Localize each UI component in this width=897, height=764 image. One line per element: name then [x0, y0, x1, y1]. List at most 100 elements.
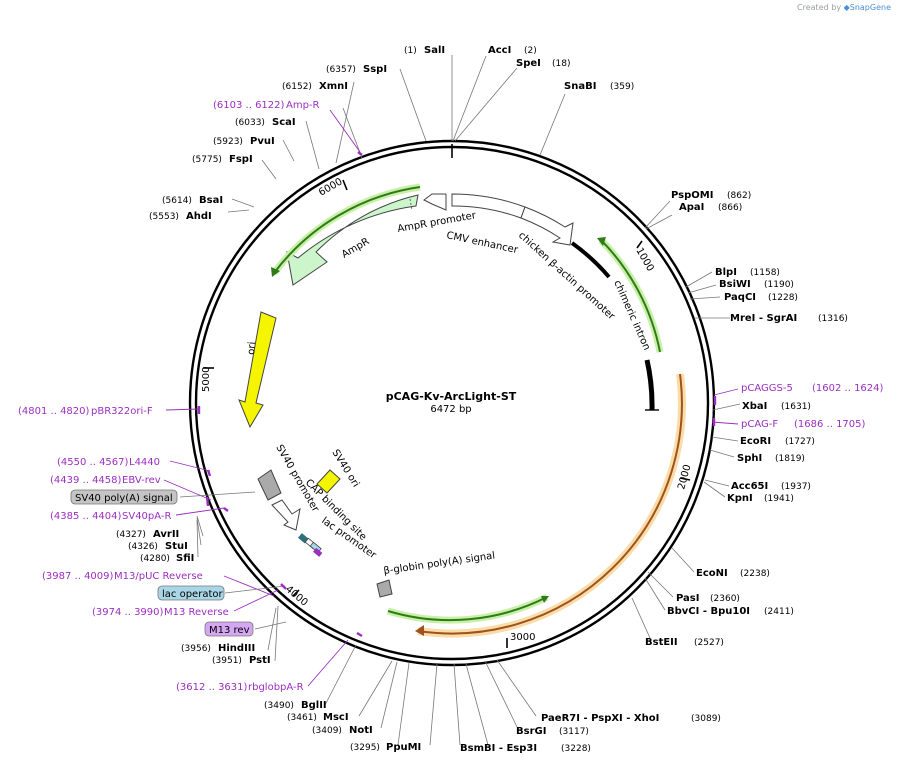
enzyme-name-ecori: EcoRI — [740, 436, 771, 447]
tick-label-2000: 2000 — [676, 463, 693, 490]
primer-leaders — [163, 109, 739, 687]
chimeric-intron-feature — [570, 241, 611, 279]
enzyme-pos-sfii: (4280) — [140, 554, 170, 564]
primer-name-rbglobpa-r: rbglobpA-R — [248, 682, 304, 693]
primer-range-m13-puc-reverse: (3987 .. 4009) — [42, 571, 114, 582]
ampr-promoter-feature — [423, 193, 447, 211]
enzyme-name-hindiii: HindIII — [218, 643, 255, 654]
enzyme-name-ppumi: PpuMI — [386, 742, 421, 753]
enzyme-name-sali: SalI — [424, 45, 445, 56]
enzyme-name-sspi: SspI — [363, 64, 387, 75]
plasmid-length: 6472 bp — [430, 404, 471, 415]
feature-label-ampr: AmpR — [340, 236, 371, 260]
tick-label-1000: 1000 — [633, 246, 655, 274]
primer-name-ebv-rev: EBV-rev — [122, 475, 161, 486]
feature-label-cmv-enhancer: CMV enhancer — [445, 230, 519, 256]
enzyme-name-pspomi: PspOMI — [671, 190, 713, 201]
primer-range-pcag-f: (1686 .. 1705) — [794, 419, 866, 430]
primer-range-l4440: (4550 .. 4567) — [57, 457, 129, 468]
enzyme-pos-sphi: (1819) — [775, 454, 805, 464]
snapgene-logo-icon: ◆ — [843, 3, 850, 12]
enzyme-name-blpi: BlpI — [715, 267, 737, 278]
enzyme-pos-xbai: (1631) — [781, 402, 811, 412]
enzyme-pos-bsai: (5614) — [162, 196, 192, 206]
sv40-ori-feature — [316, 469, 341, 494]
enzyme-name-sphi: SphI — [737, 453, 762, 464]
enzyme-name-avrii: AvrII — [153, 529, 179, 540]
enzyme-name-bglii: BglII — [301, 700, 327, 711]
primer-name-m13-reverse: M13 Reverse — [164, 607, 229, 618]
enzyme-name-kpni: KpnI — [727, 493, 753, 504]
enzyme-pos-bsteii: (2527) — [694, 638, 724, 648]
enzyme-pos-sspi: (6357) — [326, 65, 356, 75]
enzyme-pos-spei: (18) — [552, 59, 570, 69]
enzyme-name-noti: NotI — [349, 725, 373, 736]
intron-end-feature — [644, 359, 655, 411]
enzyme-pos-paqci: (1228) — [768, 293, 798, 303]
globin-polya-feature — [376, 579, 393, 598]
sv40-promoter-box — [257, 469, 282, 501]
lac-operator-label-box — [157, 585, 225, 601]
enzyme-name-apai: ApaI — [679, 202, 704, 213]
enzyme-name-bsteii: BstEII — [645, 637, 678, 648]
primer-range-m13-reverse: (3974 .. 3990) — [92, 607, 164, 618]
enzyme-pos-avrii: (4327) — [116, 530, 146, 540]
enzyme-name-pasi: PasI — [676, 593, 699, 604]
primer-range-rbglobpa-r: (3612 .. 3631) — [176, 682, 248, 693]
enzyme-pos-paer7i-pspxi-xhoi: (3089) — [691, 714, 721, 724]
enzyme-name-paqci: PaqCI — [724, 292, 756, 303]
tick-label-5000: 5000 — [201, 367, 212, 392]
primer-name-l4440: L4440 — [129, 457, 160, 468]
enzyme-name-acci: AccI — [488, 45, 511, 56]
enzyme-name-psti: PstI — [249, 655, 271, 666]
enzyme-name-acc65i: Acc65I — [731, 481, 768, 492]
sv40-polya-label: SV40 poly(A) signal — [75, 493, 173, 504]
enzyme-name-xbai: XbaI — [742, 401, 767, 412]
enzyme-name-spei: SpeI — [516, 58, 541, 69]
enzyme-pos-sali: (1) — [404, 46, 417, 56]
enzyme-pos-msci: (3461) — [287, 713, 317, 723]
ampr-feature — [286, 194, 419, 286]
enzyme-pos-psti: (3951) — [212, 656, 242, 666]
lac-operator-label: lac operator — [162, 589, 223, 600]
enzyme-name-xmni: XmnI — [319, 81, 348, 92]
enzyme-pos-mrei-sgrai: (1316) — [818, 314, 848, 324]
m13-rev-label-box — [204, 621, 254, 637]
enzyme-pos-econi: (2238) — [740, 569, 770, 579]
ori-feature — [238, 311, 277, 429]
primer-range-sv40pa-r: (4385 .. 4404) — [50, 511, 122, 522]
enzyme-pos-kpni: (1941) — [764, 494, 794, 504]
plasmid-name: pCAG-Kv-ArcLight-ST — [386, 390, 517, 403]
enzyme-pos-fspi: (5775) — [192, 155, 222, 165]
enzyme-pos-bsiwi: (1190) — [764, 280, 794, 290]
enzyme-pos-apai: (866) — [718, 203, 742, 213]
tick-label-6000: 6000 — [317, 176, 345, 198]
sv40-promoter-arrow — [271, 499, 301, 531]
enzyme-name-mrei-sgrai: MreI - SgrAI — [730, 313, 797, 324]
primer-name-pbr322ori-f: pBR322ori-F — [91, 406, 153, 417]
cba-promoter-feature — [520, 206, 574, 246]
enzyme-pos-pvui: (5923) — [213, 137, 243, 147]
primer-range-pcaggs-5: (1602 .. 1624) — [812, 383, 884, 394]
feature-label-chimeric-intron: chimeric intron — [611, 279, 652, 352]
primer-name-m13-puc-reverse: M13/pUC Reverse — [114, 571, 203, 582]
m13-rev-feature — [313, 547, 323, 557]
enzyme-pos-blpi: (1158) — [750, 268, 780, 278]
orf-arc-upper — [598, 237, 664, 353]
primer-marks — [197, 151, 717, 638]
enzyme-name-bsmbi-esp3i: BsmBI - Esp3I — [460, 743, 537, 754]
enzyme-name-paer7i-pspxi-xhoi: PaeR7I - PspXI - XhoI — [541, 713, 659, 724]
enzyme-name-sfii: SfiI — [176, 553, 194, 564]
enzyme-pos-stui: (4326) — [128, 542, 158, 552]
primer-name-amp-r: Amp-R — [286, 100, 320, 111]
enzyme-name-pvui: PvuI — [250, 136, 275, 147]
enzyme-pos-ahdi: (5553) — [149, 212, 179, 222]
primer-range-pbr322ori-f: (4801 .. 4820) — [18, 406, 90, 417]
enzyme-name-scai: ScaI — [272, 117, 296, 128]
primer-name-sv40pa-r: SV40pA-R — [122, 511, 171, 522]
enzyme-pos-snabi: (359) — [610, 82, 634, 92]
enzyme-pos-pspomi: (862) — [727, 191, 751, 201]
leader-lines — [196, 55, 741, 746]
enzyme-pos-bsrgi: (3117) — [559, 727, 589, 737]
enzyme-name-msci: MscI — [323, 712, 349, 723]
